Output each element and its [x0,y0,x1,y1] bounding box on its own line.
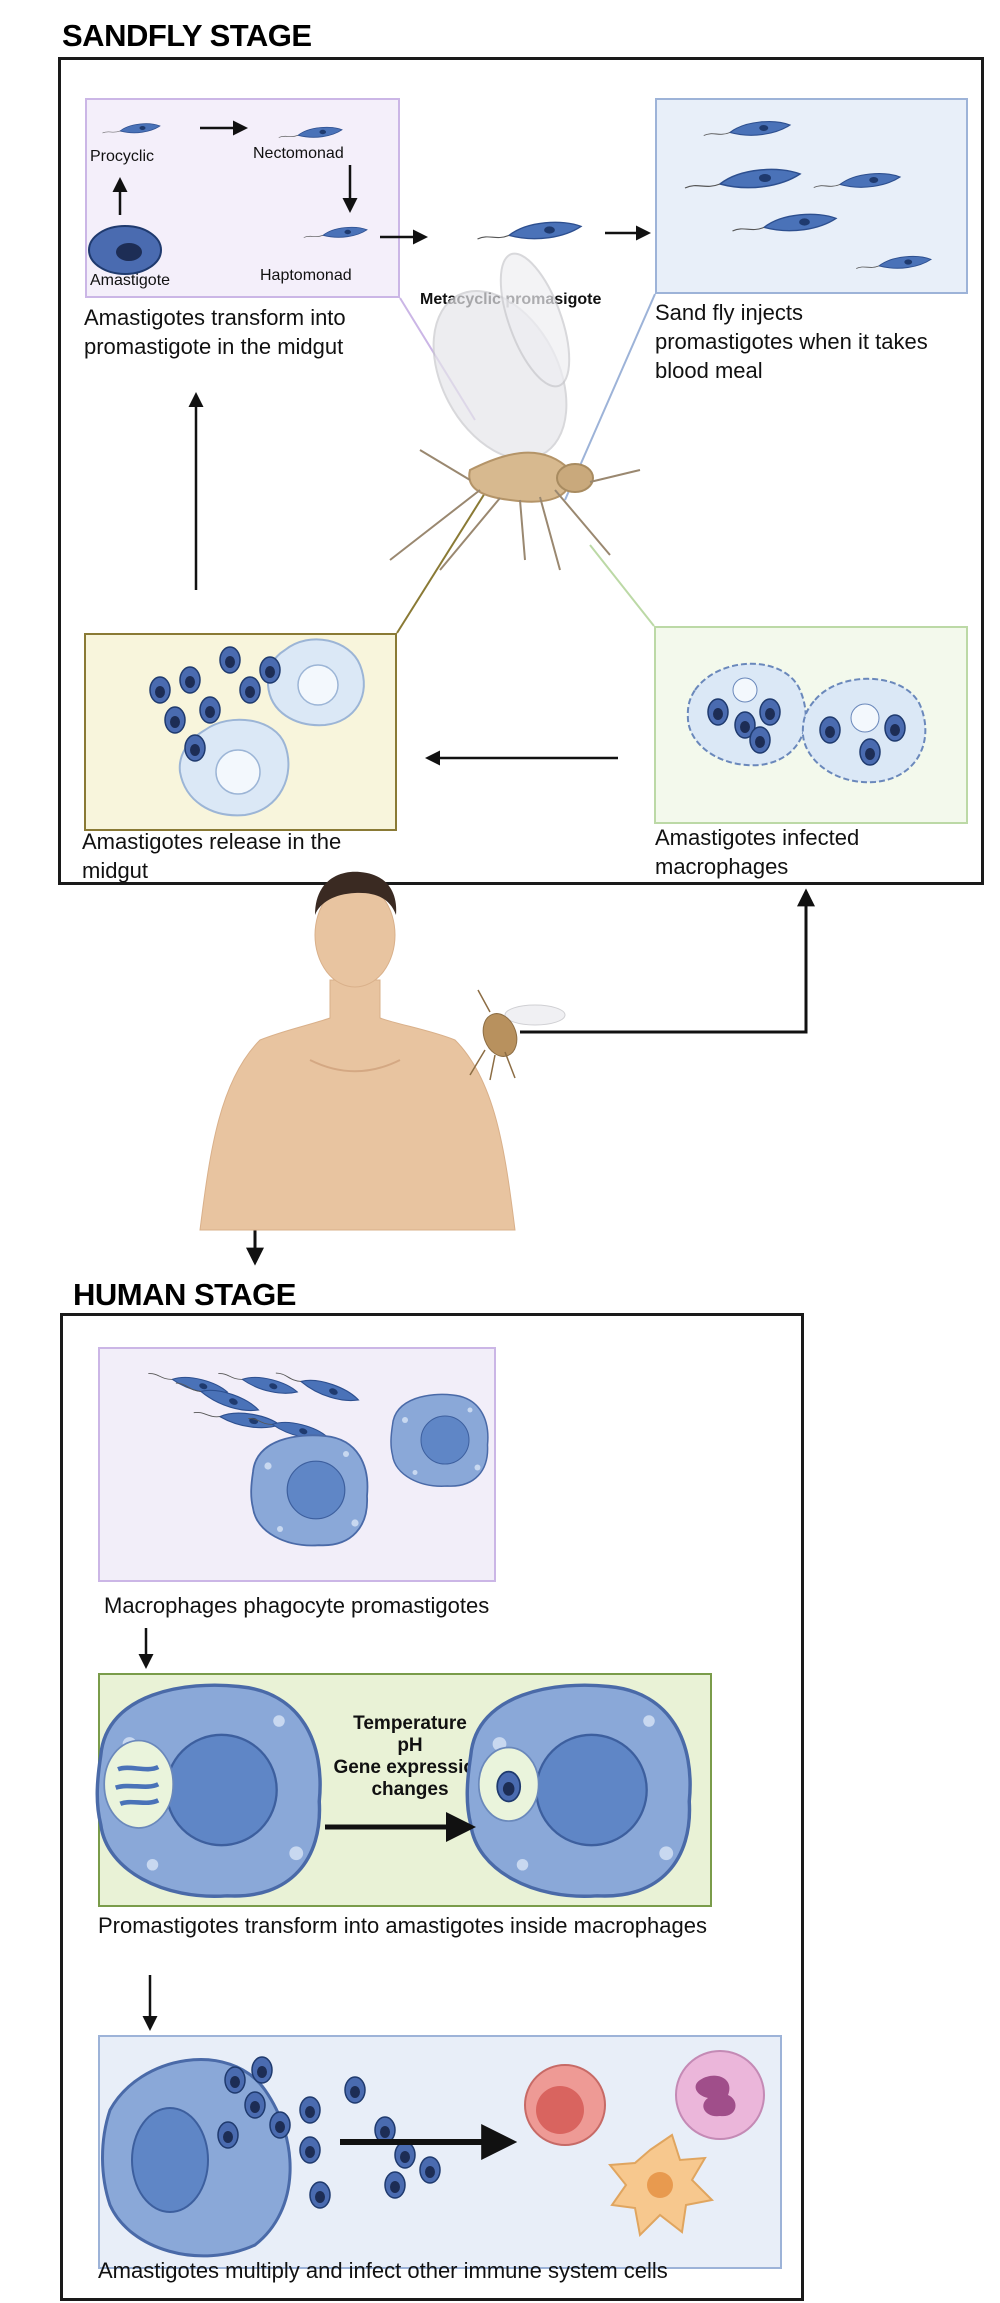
nectomonad-label: Nectomonad [253,145,344,162]
phagocyte-caption: Macrophages phagocyte promastigotes [104,1593,490,1618]
haptomonad-label: Haptomonad [260,267,352,284]
ph-label: pH [397,1735,423,1756]
amastigote-label: Amastigote [90,272,171,289]
temperature-label: Temperature [353,1713,467,1734]
human-stage-frame [60,1313,804,2301]
release-macrophage-1 [266,638,365,727]
connector-green [589,544,655,627]
metacyclic-parasite [476,221,582,240]
sandfly-mosquito [389,252,641,571]
connector-yellow [396,484,491,634]
sandfly-stage-frame [58,57,984,885]
infected-caption: Amastigotes infected macrophages [655,825,860,879]
multiply-caption: Amastigotes multiply and infect other im… [98,2258,668,2283]
haptomonad-parasite [303,226,368,238]
phagocytosis-macrophage-2 [390,1393,489,1487]
injected-promastigote-5 [855,255,932,269]
amastigote-cell [88,225,162,275]
infected-macrophage-2 [801,677,927,784]
red-immune-cell [524,2064,606,2146]
release-macrophage-2 [178,718,290,817]
human-figure [199,871,516,1231]
infected-macrophage-1 [686,662,807,767]
dendritic-cell [608,2133,715,2238]
infected-macrophage-large [101,2058,292,2258]
macrophage-with-amastigote [465,1683,692,1898]
human-stage-title: HUMAN STAGE [73,1277,296,1312]
procyclic-label: Procyclic [90,148,155,165]
injected-promastigote-4 [731,213,837,232]
conditions-label: Temperature pH Gene expression changes [320,1713,500,1801]
sandfly-stage-title: SANDFLY STAGE [62,18,312,53]
phagocytosis-macrophage-1 [250,1434,369,1547]
macrophage-with-promastigotes [95,1683,322,1898]
injected-promastigote-3 [813,173,901,189]
biting-sandfly [469,989,566,1081]
release-caption: Amastigotes release in the midgut [82,829,342,883]
injected-promastigote-2 [684,168,801,189]
arrow-bite-to-infected [520,888,815,1034]
neutrophil-cell [675,2050,765,2140]
injection-caption: Sand fly injects promastigotes when it t… [655,300,928,383]
procyclic-parasite [102,123,161,134]
phagocytosis-promastigotes [147,1359,361,1447]
injected-promastigote-1 [703,121,791,137]
transform-caption: Promastigotes transform into amastigotes… [98,1913,707,1938]
midgut-transform-caption: Amastigotes transform into promastigote … [84,305,346,359]
nectomonad-parasite [278,126,343,138]
gene-expression-label: Gene expression changes [333,1757,487,1800]
